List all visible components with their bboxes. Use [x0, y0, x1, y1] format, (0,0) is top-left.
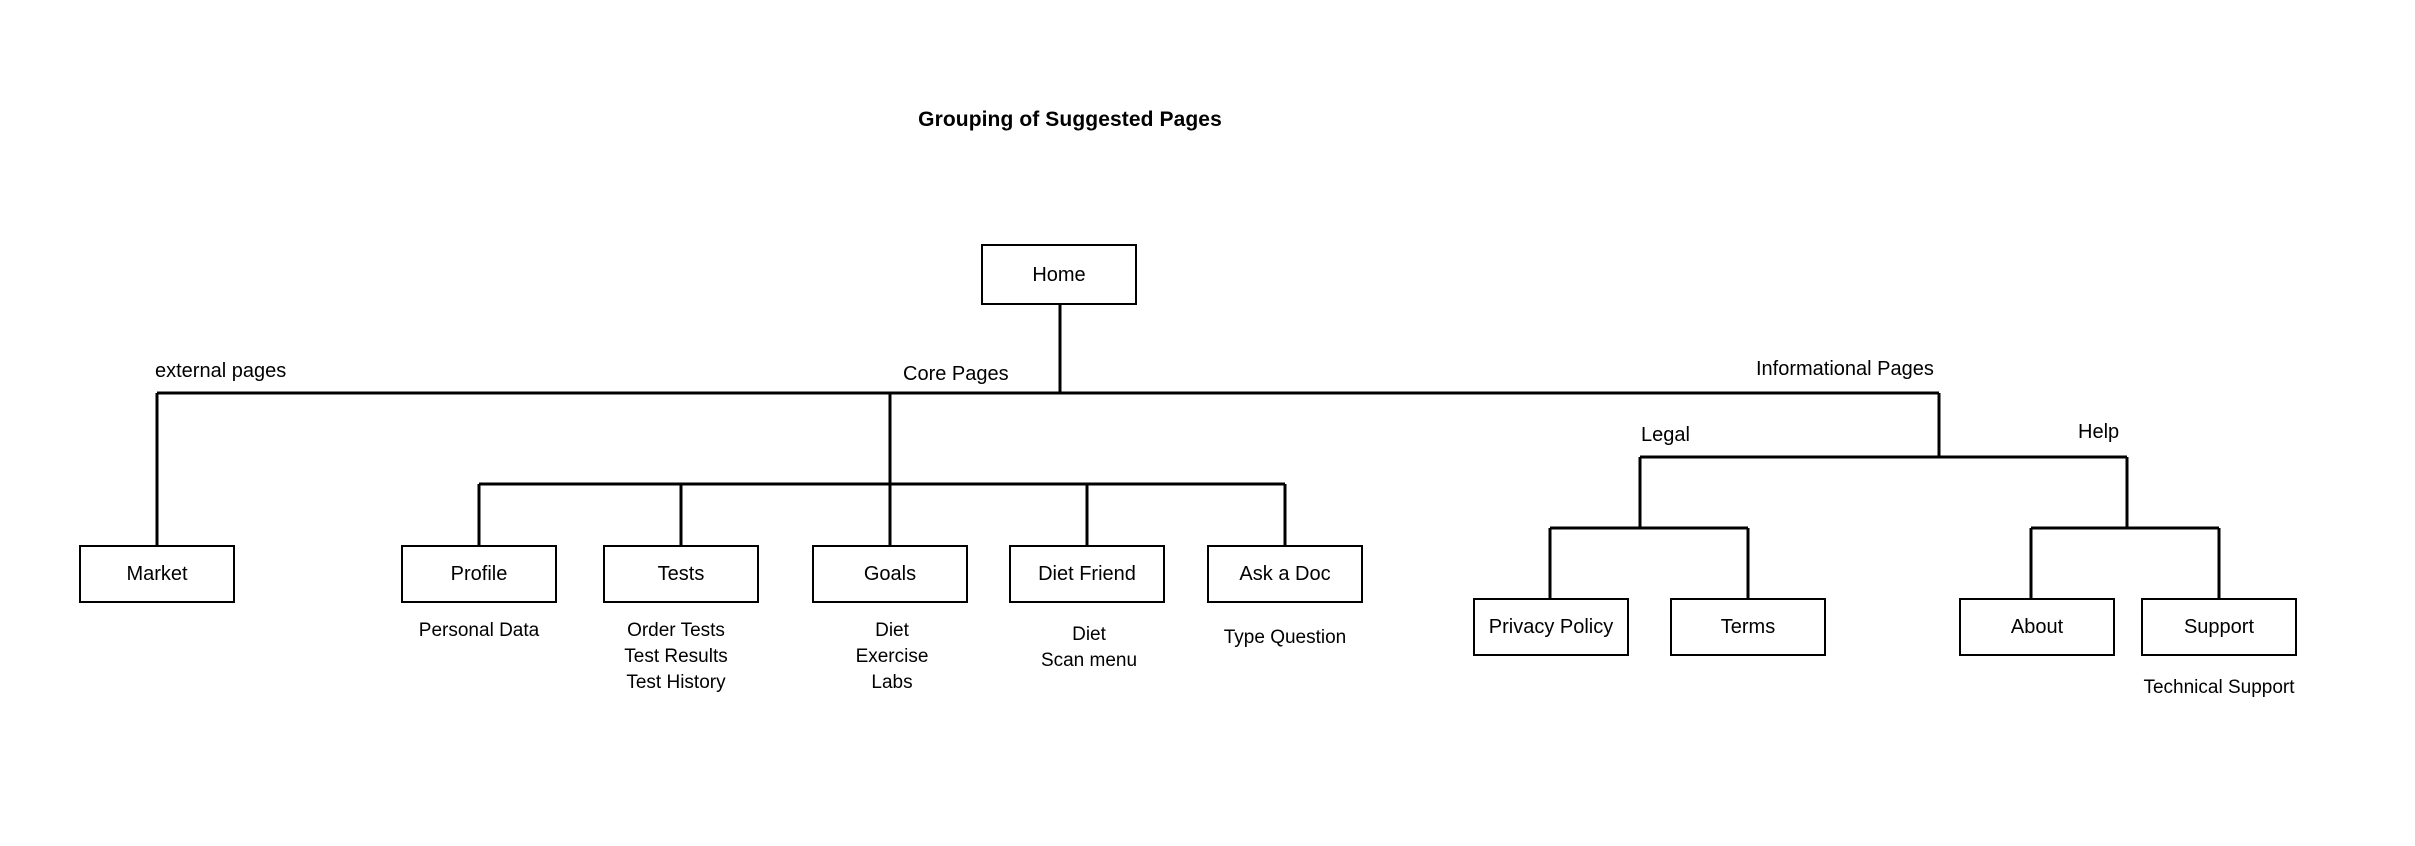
- node-about[interactable]: About: [1959, 598, 2115, 656]
- caption-line: Type Question: [1223, 627, 1347, 648]
- caption-line: Scan menu: [1040, 650, 1138, 671]
- node-goals-label: Goals: [863, 563, 917, 585]
- node-market-label: Market: [126, 563, 188, 585]
- node-ask-a-doc[interactable]: Ask a Doc: [1207, 545, 1363, 603]
- node-profile[interactable]: Profile: [401, 545, 557, 603]
- node-diet-friend-label: Diet Friend: [1038, 563, 1136, 585]
- branch-label-legal: Legal: [1641, 424, 1690, 446]
- caption-line: Technical Support: [2143, 677, 2295, 698]
- node-diet-friend[interactable]: Diet Friend: [1009, 545, 1165, 603]
- node-terms[interactable]: Terms: [1670, 598, 1826, 656]
- caption-goals: Diet Exercise Labs: [856, 618, 929, 696]
- caption-tests: Order Tests Test Results Test History: [624, 618, 727, 696]
- node-support[interactable]: Support: [2141, 598, 2297, 656]
- node-home[interactable]: Home: [981, 244, 1137, 305]
- node-market[interactable]: Market: [79, 545, 235, 603]
- branch-label-informational-pages: Informational Pages: [1756, 358, 1934, 380]
- caption-line: Diet: [1072, 624, 1106, 645]
- page-title: Grouping of Suggested Pages: [918, 108, 1222, 131]
- node-profile-label: Profile: [450, 563, 508, 585]
- caption-line: Personal Data: [418, 620, 540, 641]
- caption-line: Test History: [626, 672, 726, 693]
- node-tests[interactable]: Tests: [603, 545, 759, 603]
- caption-ask-a-doc: Type Question: [1224, 625, 1347, 651]
- caption-diet-friend: Diet Scan menu: [1041, 622, 1137, 674]
- caption-line: Test Results: [624, 646, 728, 667]
- node-privacy-policy[interactable]: Privacy Policy: [1473, 598, 1629, 656]
- branch-label-help: Help: [2078, 421, 2120, 443]
- caption-line: Diet: [875, 620, 909, 641]
- branch-label-core-pages: Core Pages: [903, 363, 1009, 385]
- branch-label-external-pages: external pages: [155, 360, 287, 382]
- caption-line: Labs: [871, 672, 913, 693]
- node-tests-label: Tests: [657, 563, 705, 585]
- node-support-label: Support: [2183, 616, 2255, 638]
- caption-line: Exercise: [855, 646, 929, 667]
- node-home-label: Home: [1032, 263, 1086, 286]
- node-ask-a-doc-label: Ask a Doc: [1239, 563, 1331, 585]
- caption-profile: Personal Data: [419, 618, 539, 644]
- caption-support: Technical Support: [2143, 675, 2294, 701]
- node-privacy-policy-label: Privacy Policy: [1488, 616, 1614, 638]
- node-about-label: About: [2010, 616, 2064, 638]
- node-goals[interactable]: Goals: [812, 545, 968, 603]
- caption-line: Order Tests: [627, 620, 725, 641]
- node-terms-label: Terms: [1720, 616, 1776, 638]
